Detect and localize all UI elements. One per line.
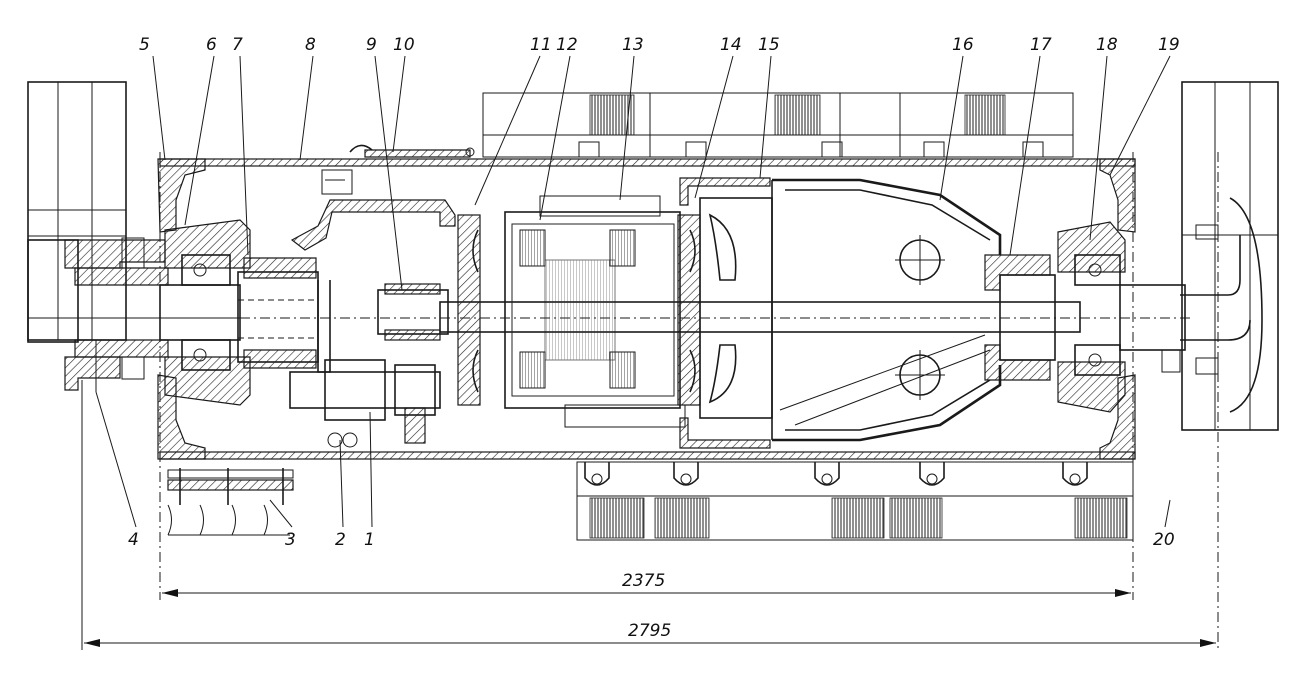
main-housing	[157, 158, 1136, 460]
dimension-2375-label: 2375	[622, 571, 665, 591]
lower-frame-structure	[576, 461, 1134, 541]
callout-labels: 5 6 7 8 9 10 11 12 13 14 15 16 17 18 19 …	[128, 35, 1180, 550]
frame-bracket-row	[584, 462, 1088, 486]
callout-20: 20	[1153, 530, 1175, 550]
left-bearing-assembly	[159, 219, 251, 406]
callout-16: 16	[952, 35, 974, 55]
cooling-fan	[699, 197, 773, 419]
upper-frame-structure	[482, 92, 1074, 158]
callout-4: 4	[128, 530, 139, 550]
callout-12: 12	[556, 35, 578, 55]
dimension-overall-length: 2795	[84, 621, 1216, 647]
motor-main-shaft	[240, 301, 1190, 333]
motor-stator-rotor	[457, 195, 701, 428]
callout-15: 15	[758, 35, 780, 55]
callout-10: 10	[393, 35, 415, 55]
inspection-cover	[349, 144, 475, 158]
suspension-spring-bracket	[167, 468, 294, 536]
callout-6: 6	[206, 35, 217, 55]
callout-2: 2	[335, 530, 346, 550]
callout-9: 9	[366, 35, 377, 55]
callout-11: 11	[530, 35, 552, 55]
callout-8: 8	[305, 35, 316, 55]
hollow-axle-tube	[28, 239, 240, 391]
callout-13: 13	[622, 35, 644, 55]
callout-17: 17	[1030, 35, 1052, 55]
callout-19: 19	[1158, 35, 1180, 55]
callout-3: 3	[285, 530, 296, 550]
coupling-shaft	[237, 257, 319, 369]
callout-5: 5	[139, 35, 150, 55]
callout-14: 14	[720, 35, 742, 55]
stator-coil-windings	[519, 229, 636, 389]
callout-18: 18	[1096, 35, 1118, 55]
callout-7: 7	[232, 35, 243, 55]
callout-1: 1	[364, 530, 375, 550]
right-wheel-axlebox	[1161, 81, 1279, 431]
right-hub-bearing	[984, 221, 1251, 413]
gear-housing	[289, 169, 456, 448]
dimension-inner-length: 2375	[162, 571, 1131, 597]
callout-leader-lines	[95, 55, 1171, 528]
conical-cradle-frame	[679, 177, 1002, 449]
dimension-2795-label: 2795	[628, 621, 671, 641]
